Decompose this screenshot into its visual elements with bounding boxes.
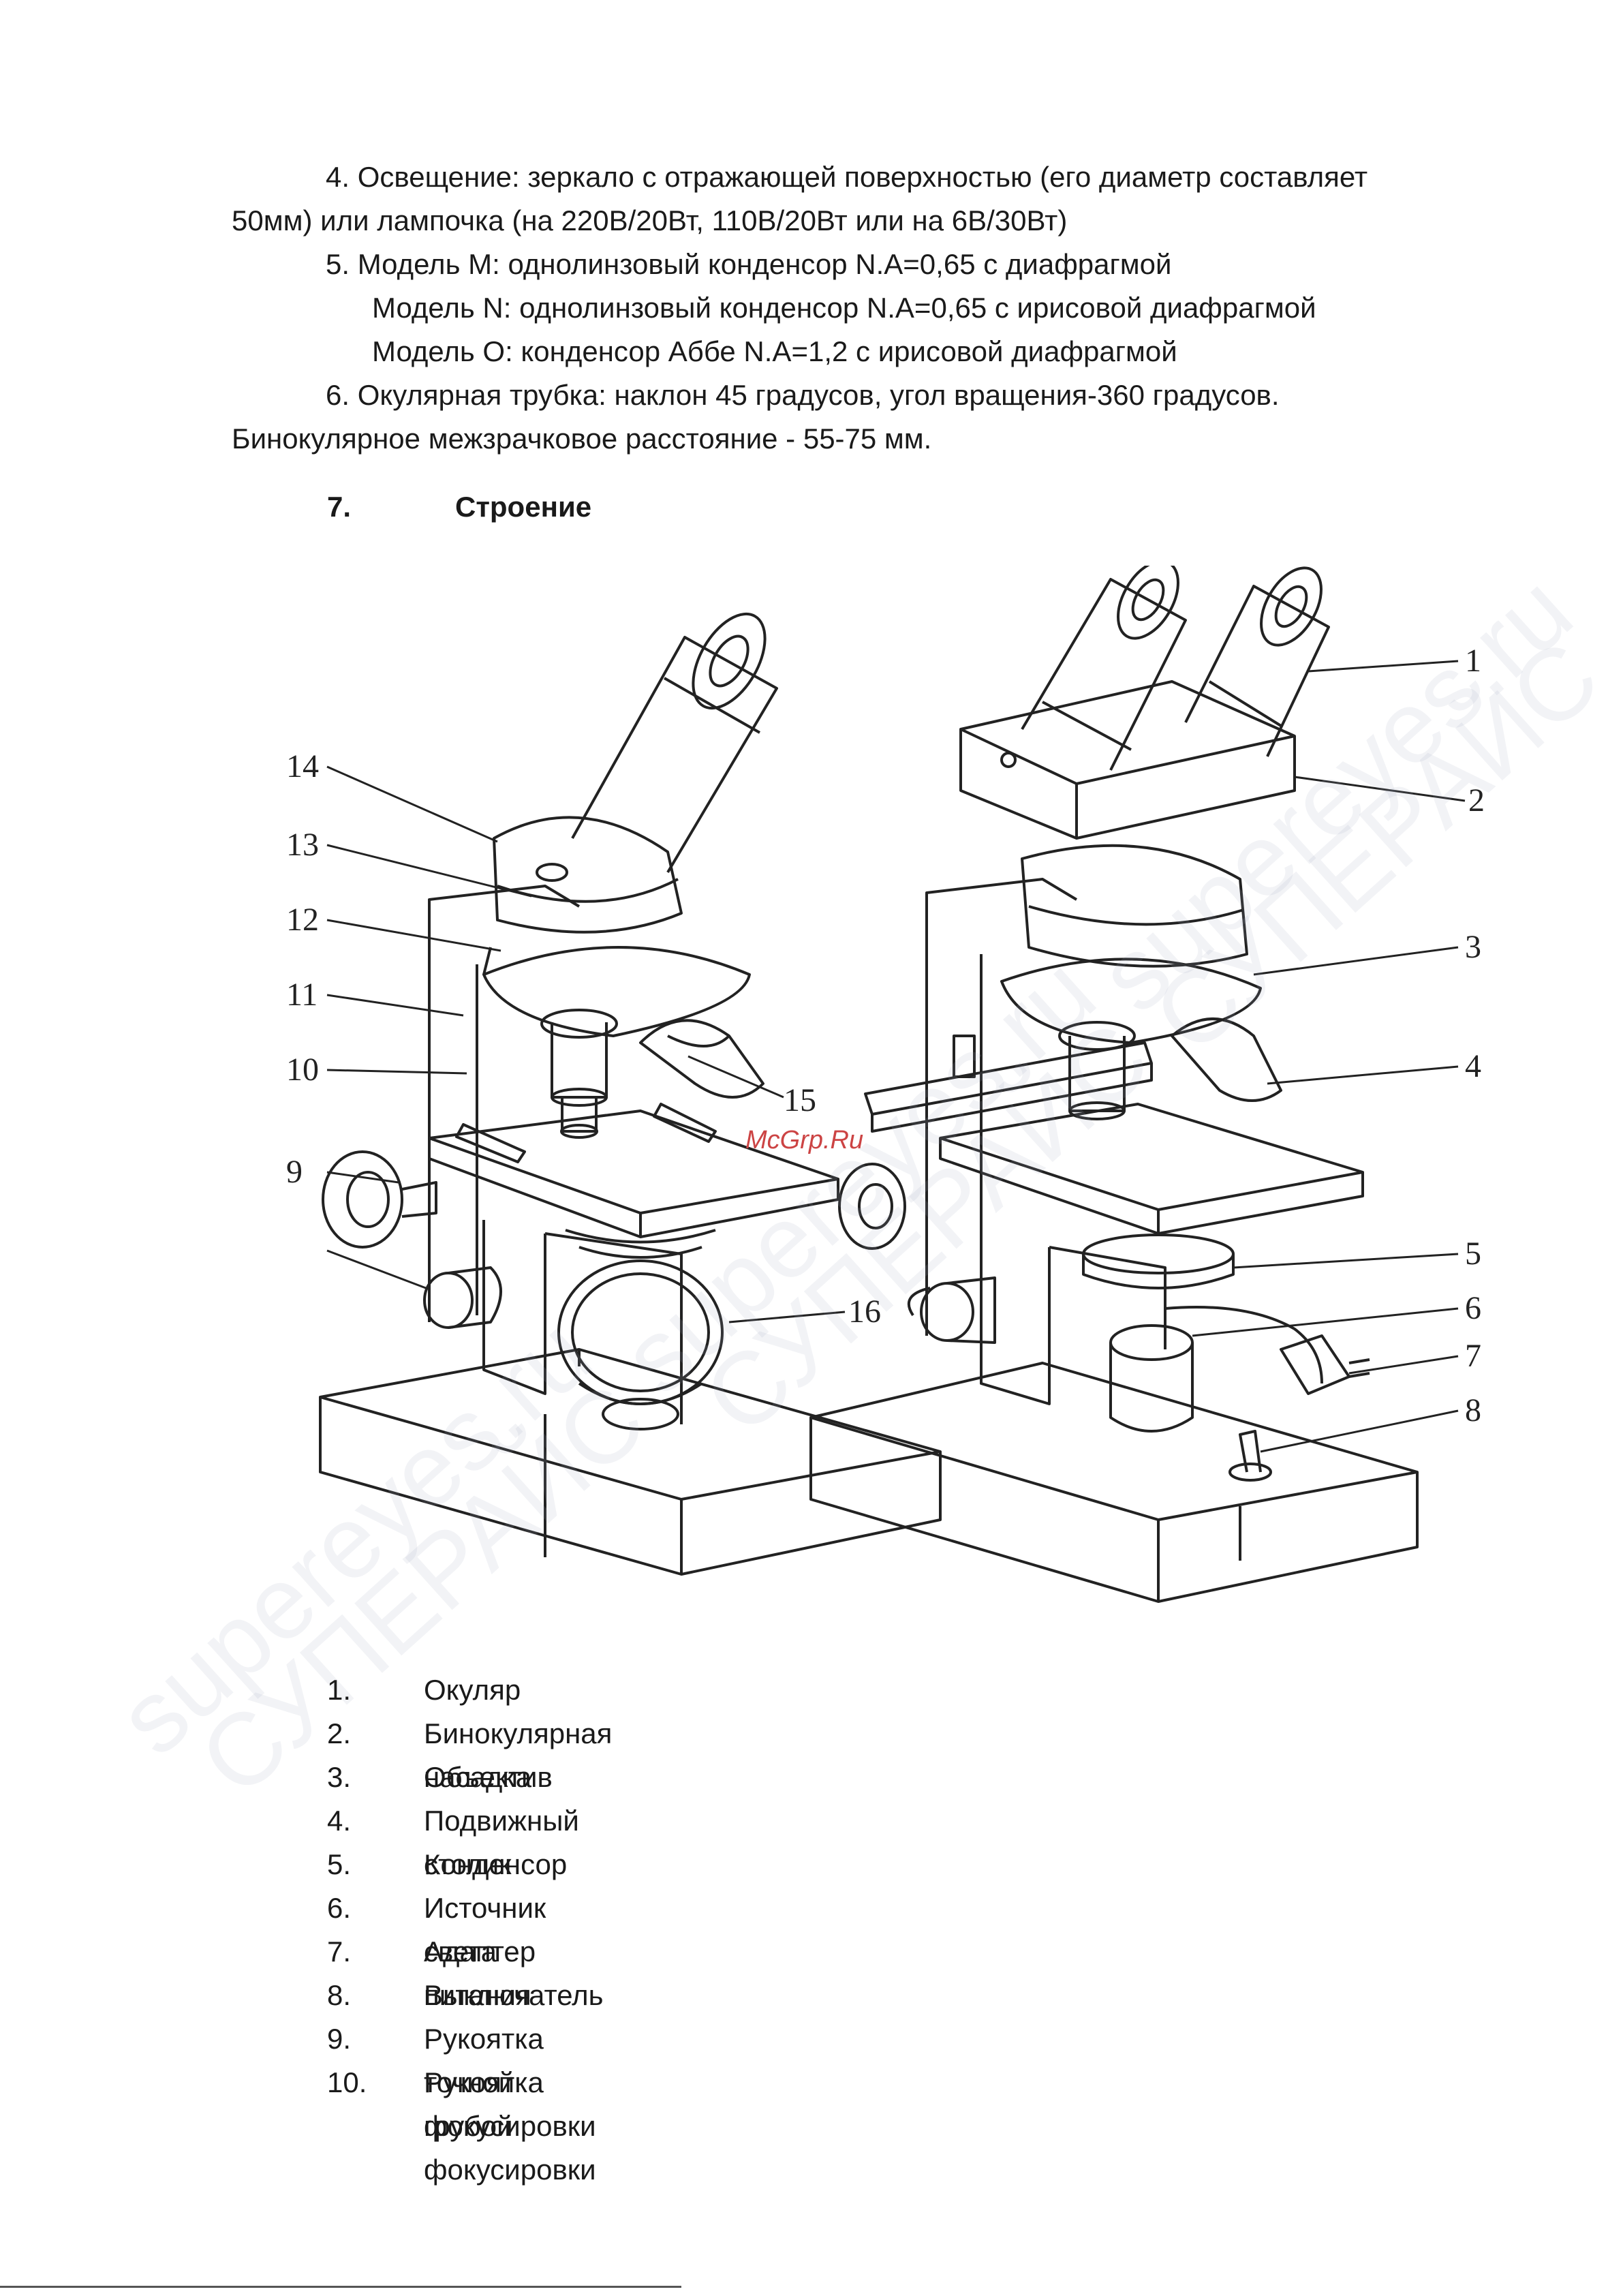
part-number: 4.	[327, 1805, 352, 1837]
callout-4: 4	[1465, 1048, 1481, 1084]
part-name: Подвижный столик	[424, 1805, 579, 1880]
part-number: 2.	[327, 1717, 352, 1749]
part-number: 5.	[327, 1848, 352, 1880]
callout-15: 15	[784, 1082, 816, 1118]
part-number: 10.	[327, 2066, 367, 2098]
callout-13: 13	[286, 827, 319, 863]
section-title: Строение	[455, 491, 592, 523]
callout-2: 2	[1468, 782, 1485, 818]
part-name: Конденсор	[424, 1848, 568, 1880]
callout-9: 9	[286, 1154, 303, 1190]
callout-1: 1	[1465, 643, 1481, 679]
part-name: Рукоятка точной фокусировки	[424, 2023, 596, 2142]
part-name: Источник света	[424, 1892, 546, 1968]
part-name: Выключатель	[424, 1979, 604, 2011]
callout-10: 10	[286, 1052, 319, 1088]
callout-7: 7	[1465, 1338, 1481, 1374]
spec-item-4-line-1: 4. Освещение: зеркало с отражающей повер…	[326, 161, 1368, 193]
callout-16: 16	[848, 1294, 881, 1330]
spec-item-5-line-2: Модель N: однолинзовый конденсор N.A=0,6…	[372, 292, 1316, 324]
callout-12: 12	[286, 902, 319, 938]
microscope-diagram: 14 13 12 11 10 9 15 16 1 2 3 4 5 6 7 8	[286, 566, 1485, 1603]
part-number: 3.	[327, 1761, 352, 1793]
callout-8: 8	[1465, 1392, 1481, 1428]
part-number: 6.	[327, 1892, 352, 1924]
part-name: Рукоятка грубой фокусировки	[424, 2066, 596, 2186]
spec-item-4-line-2: 50мм) или лампочка (на 220В/20Вт, 110В/2…	[232, 204, 1068, 236]
spec-item-5-line-3: Модель O: конденсор Аббе N.A=1,2 с ирисо…	[372, 335, 1177, 367]
section-number: 7.	[327, 491, 352, 523]
spec-item-5-line-1: 5. Модель M: однолинзовый конденсор N.A=…	[326, 248, 1172, 280]
binocular-microscope-drawing	[809, 566, 1466, 1603]
site-mark: McGrp.Ru	[745, 1126, 864, 1154]
part-number: 8.	[327, 1979, 352, 2011]
part-name: Адаптер питания	[424, 1935, 536, 2011]
monocular-microscope-drawing	[319, 612, 942, 1576]
part-name: Объектив	[424, 1761, 553, 1793]
spec-item-6-line-2: Бинокулярное межзрачковое расстояние - 5…	[232, 423, 932, 455]
part-number: 7.	[327, 1935, 352, 1968]
part-number: 1.	[327, 1674, 352, 1706]
part-number: 9.	[327, 2023, 352, 2055]
callout-5: 5	[1465, 1236, 1481, 1272]
part-name: Окуляр	[424, 1674, 521, 1706]
callout-6: 6	[1465, 1290, 1481, 1326]
part-name: Бинокулярная насадка	[424, 1717, 613, 1793]
callout-14: 14	[286, 748, 319, 784]
footer-rule	[0, 2286, 681, 2288]
spec-item-6-line-1: 6. Окулярная трубка: наклон 45 градусов,…	[326, 379, 1280, 411]
callout-11: 11	[286, 977, 318, 1013]
callout-3: 3	[1465, 929, 1481, 965]
